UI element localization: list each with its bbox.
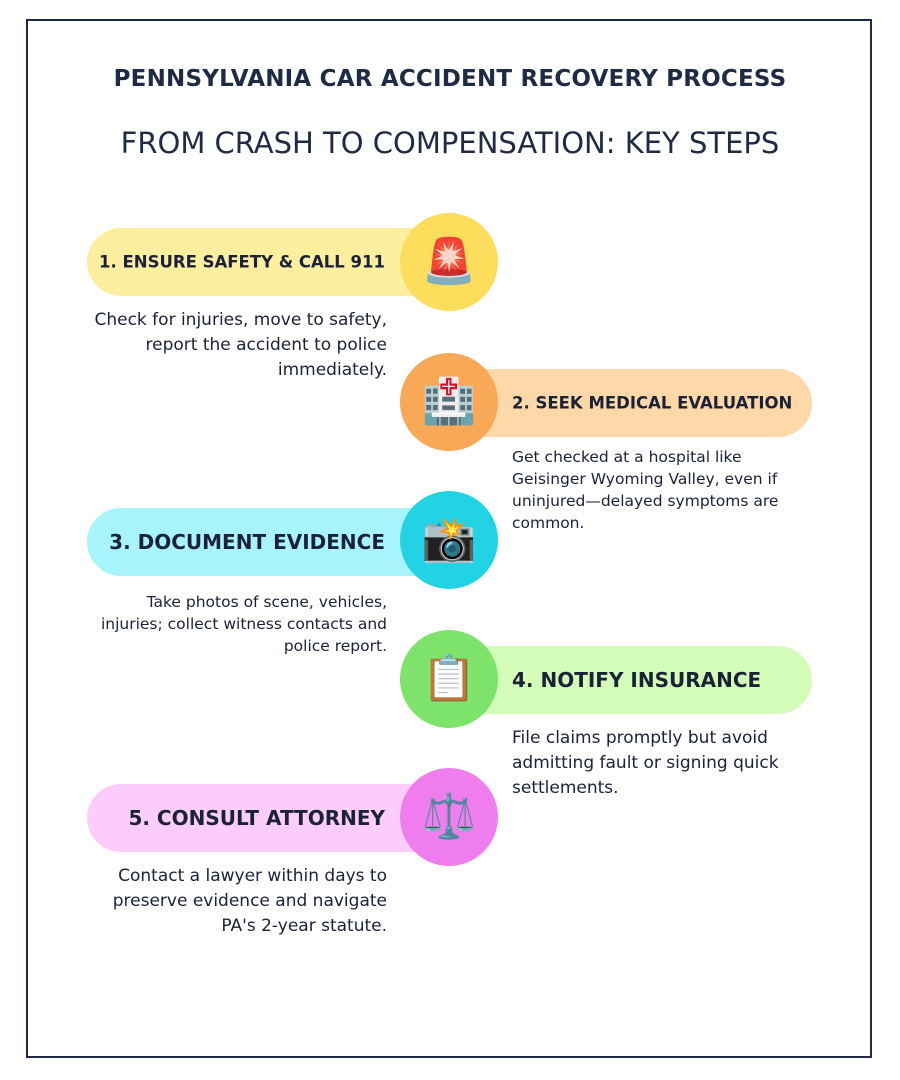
step-3-description: Take photos of scene, vehicles, injuries… [100,593,387,655]
page-title: PENNSYLVANIA CAR ACCIDENT RECOVERY PROCE… [113,66,787,92]
step-2-circle: 🏥 [400,353,498,451]
step-5-circle: ⚖️ [400,768,498,866]
step-2-label: 2. SEEK MEDICAL EVALUATION [512,393,793,413]
hospital-icon: 🏥 [421,376,477,427]
step-4-description: File claims promptly but avoid admitting… [512,728,779,798]
step-5-label: 5. CONSULT ATTORNEY [128,806,385,830]
police-siren-icon: 🚨 [421,236,477,287]
step-1-label: 1. ENSURE SAFETY & CALL 911 [99,252,385,272]
step-5-description: Contact a lawyer within days to preserve… [112,866,387,936]
step-1-bar: 1. ENSURE SAFETY & CALL 911 [87,228,447,296]
step-4-label: 4. NOTIFY INSURANCE [512,668,762,692]
step-1-circle: 🚨 [400,213,498,311]
scales-of-justice-icon: ⚖️ [421,791,477,842]
step-3-label: 3. DOCUMENT EVIDENCE [109,530,385,554]
step-4-bar: 4. NOTIFY INSURANCE [450,646,812,714]
page-subtitle: FROM CRASH TO COMPENSATION: KEY STEPS [120,126,780,160]
step-3-circle: 📸 [400,491,498,589]
step-1-description: Check for injuries, move to safety, repo… [94,310,387,380]
step-2-description: Get checked at a hospital like Geisinger… [512,448,779,532]
clipboard-icon: 📋 [421,653,477,704]
infographic-frame [26,19,872,1058]
step-5-bar: 5. CONSULT ATTORNEY [87,784,447,852]
step-2-bar: 2. SEEK MEDICAL EVALUATION [450,369,812,437]
step-4-circle: 📋 [400,630,498,728]
camera-flash-icon: 📸 [421,514,477,565]
step-3-bar: 3. DOCUMENT EVIDENCE [87,508,447,576]
